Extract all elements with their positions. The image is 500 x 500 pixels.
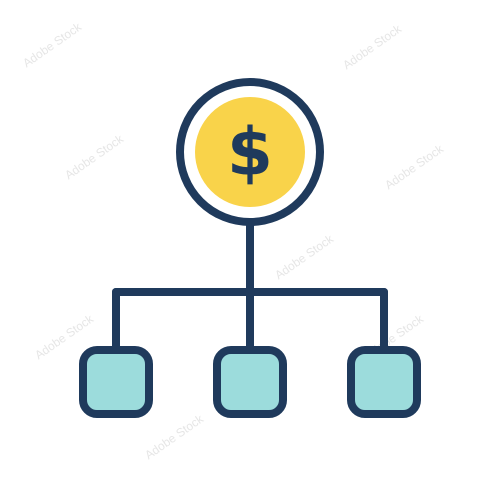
right-node-box: [347, 346, 421, 418]
coin-face: [195, 97, 305, 207]
hierarchy-nodes: [79, 346, 421, 418]
left-node-box: [79, 346, 153, 418]
dollar-sign: $: [227, 114, 273, 191]
center-node-box: [213, 346, 287, 418]
dollar-coin-icon: $: [176, 78, 324, 226]
connector-lines: [112, 222, 388, 354]
